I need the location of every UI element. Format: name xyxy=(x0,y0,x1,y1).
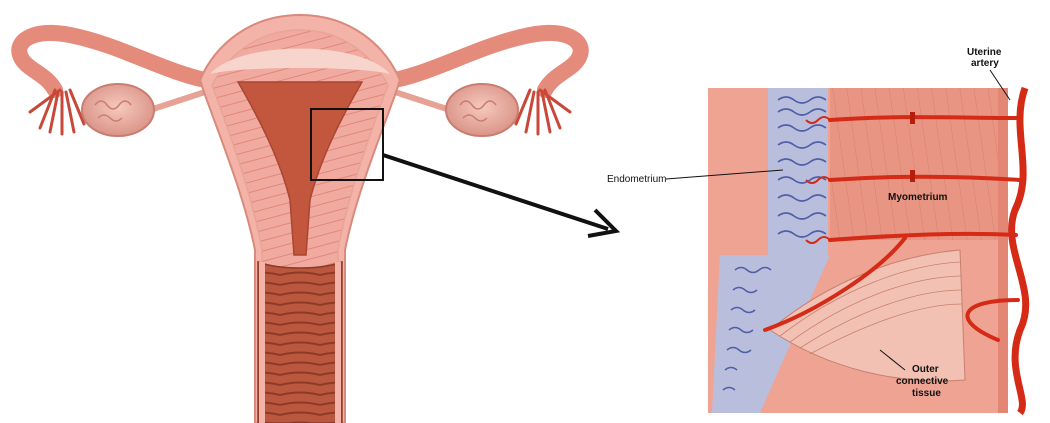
right-fimbriae xyxy=(516,90,570,134)
left-fallopian-tube xyxy=(19,33,205,90)
uterine-wall-detail xyxy=(708,88,1026,413)
left-ovary xyxy=(82,84,154,136)
endometrium-label: Endometrium xyxy=(607,174,666,185)
uterine-artery-label-line2: artery xyxy=(971,58,999,69)
left-fimbriae xyxy=(30,90,84,134)
uterine-artery xyxy=(1012,88,1026,413)
outer-label-line1: Outer xyxy=(912,364,939,375)
myometrium-layer xyxy=(830,88,998,240)
arrow-to-detail xyxy=(383,155,616,236)
myometrium-label: Myometrium xyxy=(888,192,948,203)
uterus-illustration xyxy=(19,15,581,423)
right-fallopian-tube xyxy=(395,33,581,90)
outer-label-line3: tissue xyxy=(912,388,941,399)
outer-label-line2: connective xyxy=(896,376,949,387)
right-ovary xyxy=(446,84,518,136)
cervix xyxy=(258,262,342,423)
uterine-artery-label-line1: Uterine xyxy=(967,47,1002,58)
